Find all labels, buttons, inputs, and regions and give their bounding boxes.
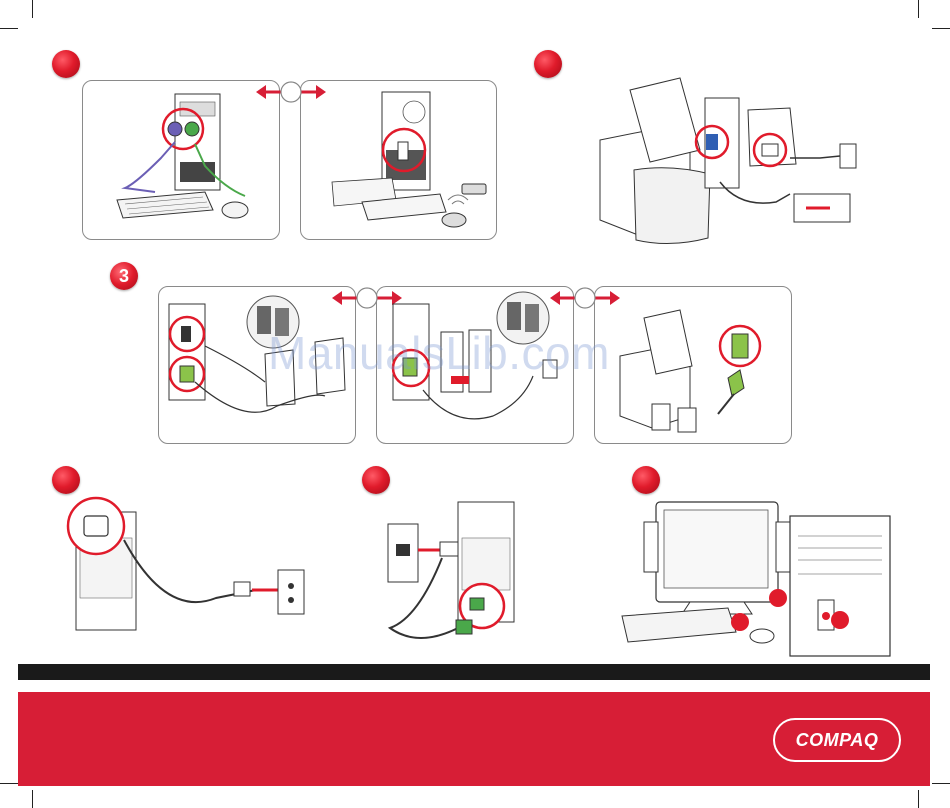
- crop-mark: [918, 790, 919, 808]
- crop-mark: [932, 783, 950, 784]
- step-dot-icon: [632, 466, 660, 494]
- divider-bar: [18, 664, 930, 680]
- power-connection-illustration: [66, 498, 306, 638]
- monitor-connection-illustration: [590, 70, 870, 258]
- crop-mark: [932, 28, 950, 29]
- crop-mark: [32, 0, 33, 18]
- step-dot-icon: [534, 50, 562, 78]
- crop-mark: [0, 783, 18, 784]
- watermark-text: ManualsLib.com: [268, 326, 610, 380]
- ps2-connection-illustration: [95, 92, 270, 232]
- crop-mark: [32, 790, 33, 808]
- crop-mark: [0, 28, 18, 29]
- compaq-logo: COMPAQ: [773, 718, 901, 762]
- step-dot-icon: [52, 466, 80, 494]
- complete-system-illustration: [612, 496, 902, 658]
- usb-connection-illustration: [312, 90, 492, 232]
- modem-connection-illustration: [378, 498, 538, 658]
- step-dot-icon: [52, 50, 80, 78]
- crop-mark: [918, 0, 919, 18]
- step-3-badge: 3: [110, 262, 138, 290]
- step-dot-icon: [362, 466, 390, 494]
- speakers-boxed-illustration: [600, 296, 785, 436]
